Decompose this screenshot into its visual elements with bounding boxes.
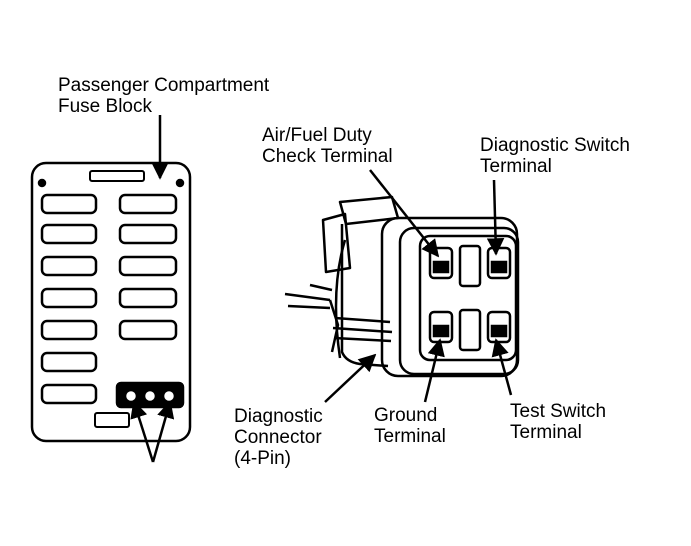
fuse-slot (40, 255, 98, 277)
diag-connector-label-line3: (4-Pin) (234, 448, 292, 469)
fuse-slots-right (118, 193, 178, 341)
fuse-slot (40, 287, 98, 309)
fuse-slot (118, 287, 178, 309)
af-duty-label-line1: Air/Fuel Duty (262, 125, 372, 146)
fuse-slot (118, 193, 178, 215)
diag-connector-label-line1: Diagnostic (234, 406, 323, 427)
test-switch-label: Test Switch Terminal (510, 401, 606, 443)
fuse-block-label-line1: Passenger Compartment (58, 75, 270, 96)
af-duty-label-line2: Check Terminal (262, 146, 393, 167)
test-switch-label-line1: Test Switch (510, 401, 607, 422)
fuse-slot (40, 351, 98, 373)
fuse-slot (118, 255, 178, 277)
fuse-slot (40, 223, 98, 245)
fuse-slot (118, 319, 178, 341)
arrow-diag-connector (324, 353, 377, 403)
fuse-slot (40, 193, 98, 215)
diag-switch-label-line2: Terminal (480, 156, 552, 177)
fuse-block-label-line2: Fuse Block (58, 96, 152, 117)
diag-connector-label: Diagnostic Connector (4-Pin) (234, 406, 323, 469)
arrow-diag-switch (486, 179, 505, 256)
fuse-block-diagnostic-port (115, 381, 185, 409)
arrow-ground (423, 338, 445, 403)
arrow-fuse-port-right (151, 400, 175, 463)
diag-switch-label-line1: Diagnostic Switch (480, 135, 630, 156)
fuse-slots-left (40, 193, 98, 405)
ground-label-line2: Terminal (374, 426, 446, 447)
fuse-block (30, 161, 192, 443)
ground-label-line1: Ground (374, 405, 438, 426)
af-duty-label: Air/Fuel Duty Check Terminal (262, 125, 393, 167)
leader-lines (130, 115, 513, 463)
ground-label: Ground Terminal (374, 405, 446, 447)
fuse-slot (40, 319, 98, 341)
test-switch-label-line2: Terminal (510, 422, 582, 443)
fuse-block-label: Passenger Compartment Fuse Block (58, 75, 269, 117)
diag-switch-label: Diagnostic Switch Terminal (480, 135, 630, 177)
connector-terminals (428, 246, 512, 344)
diagnostic-connector-drawing (284, 195, 520, 378)
diag-connector-label-line2: Connector (234, 427, 322, 448)
arrow-af-duty (369, 169, 440, 258)
fuse-slot (40, 383, 98, 405)
arrow-fuse-port-left (130, 400, 155, 463)
fuse-slot (118, 223, 178, 245)
arrow-test-switch (491, 338, 513, 396)
